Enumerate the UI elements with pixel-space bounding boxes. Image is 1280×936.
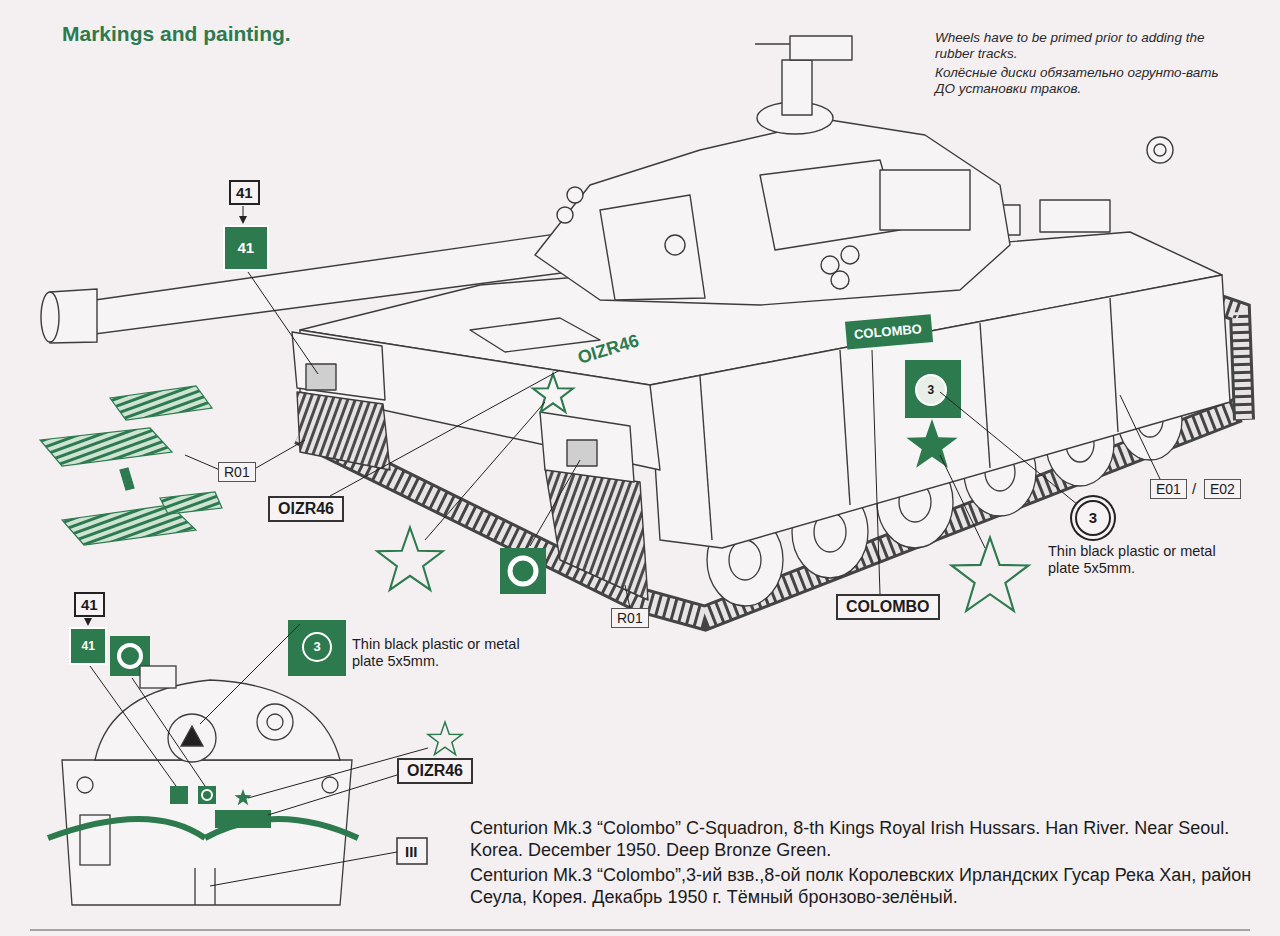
decal-number-box: 41 (229, 180, 260, 205)
part-number-box: R01 (218, 462, 256, 482)
decal-callout-box: OIZR46 (397, 758, 473, 784)
part-number-box: E01 (1150, 479, 1187, 499)
callout-text: III (405, 843, 418, 860)
caption-text: Centurion Mk.3 “Colombo”,3-ий взв.,8-ой … (470, 865, 1260, 908)
decal-callout-box: OIZR46 (268, 496, 344, 522)
tank-decals (533, 314, 961, 468)
separator: / (1192, 480, 1196, 498)
part-number-box: E02 (1204, 479, 1241, 499)
note-text: Wheels have to be primed prior to adding… (935, 30, 1240, 62)
note-text: Thin black plastic or metal plate 5x5mm. (1048, 543, 1228, 578)
callout-text: OIZR46 (407, 762, 463, 779)
plate-circle: 3 (1075, 500, 1111, 536)
callout-text: 3 (1089, 509, 1097, 526)
callout-text: R01 (617, 610, 643, 626)
decal-text: 41 (82, 639, 95, 653)
callout-text: E01 (1156, 481, 1181, 497)
track-parts (40, 386, 222, 545)
callout-text: COLOMBO (846, 598, 930, 615)
callout-text: 41 (81, 596, 98, 613)
part-number-box: R01 (611, 608, 649, 628)
callout-text: R01 (224, 464, 250, 480)
callout-text: E02 (1210, 481, 1235, 497)
note-text: Thin black plastic or metal plate 5x5mm. (352, 636, 527, 671)
decal-number-box: 41 (74, 592, 105, 617)
caption-text: Centurion Mk.3 “Colombo” C-Squadron, 8-t… (470, 818, 1260, 861)
note-text: Колёсные диски обязательно огрунто-вать … (935, 65, 1240, 97)
decal-text: 41 (238, 239, 255, 257)
front-view (48, 666, 358, 905)
decal-text: 3 (928, 383, 935, 397)
decal-callout-box: COLOMBO (836, 594, 940, 620)
decal-number-box: III (398, 839, 425, 864)
decal-text: 3 (314, 639, 321, 655)
callout-text: 41 (236, 184, 253, 201)
callout-text: OIZR46 (278, 500, 334, 517)
page-title: Markings and painting. (62, 22, 291, 46)
